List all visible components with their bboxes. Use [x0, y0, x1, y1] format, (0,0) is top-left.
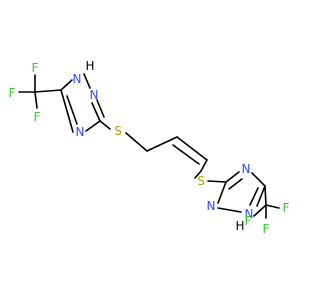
bond-n4-c5-double — [66, 95, 78, 125]
bond-c-f — [253, 204, 267, 217]
atom-nitrogen: N — [242, 162, 251, 176]
atom-labels: F F F N H N N S S N N N H F F F — [9, 59, 290, 236]
atom-nitrogen-nh: N — [73, 72, 82, 86]
atom-fluorine: F — [263, 222, 270, 236]
atom-fluorine: F — [32, 61, 39, 75]
bond-s-c3 — [207, 180, 227, 183]
bond-c5-n1 — [60, 79, 73, 91]
bond-n4-c5 — [60, 89, 74, 133]
atom-hydrogen: H — [235, 219, 244, 233]
bond-ch-ch — [176, 136, 208, 161]
bond-c3-n4b-double — [228, 178, 243, 190]
atom-fluorine: F — [245, 214, 252, 228]
atom-sulfur: S — [114, 124, 122, 138]
bond-c3-n4 — [85, 120, 101, 132]
atom-fluorine: F — [9, 86, 16, 100]
bond-c5-n1b — [256, 185, 266, 207]
bond-ch2-s — [194, 170, 202, 179]
bond-n2b-c3 — [217, 181, 227, 204]
bond-c3-n4b — [225, 171, 240, 183]
atom-nitrogen: N — [90, 88, 99, 102]
bond-n2-c3 — [91, 102, 101, 122]
bond-c-c — [34, 89, 62, 93]
bond-ch-ch2 — [200, 159, 208, 172]
bond-c-f — [265, 204, 280, 209]
bond-n2-c3-double — [96, 99, 105, 118]
bond-s-ch2 — [125, 132, 148, 152]
molecule-diagram: F F F N H N N S S N N N H F F F — [9, 59, 290, 236]
atom-nitrogen-nh: N — [245, 207, 254, 221]
atom-fluorine: F — [34, 110, 41, 124]
bond-c5-n1b-double — [249, 187, 259, 206]
atom-nitrogen: N — [76, 125, 85, 139]
atom-nitrogen: N — [207, 199, 216, 213]
bond-ch-ch-double — [172, 144, 200, 165]
bonds — [18, 73, 280, 219]
bond-c-c — [264, 185, 267, 206]
bond-c-f — [34, 91, 38, 109]
atom-hydrogen: H — [85, 59, 94, 73]
bond-n1-n2 — [83, 73, 91, 89]
bond-c3-s — [99, 120, 111, 130]
bond-ch2-ch — [146, 136, 178, 152]
atom-fluorine: F — [283, 201, 290, 215]
bond-n4b-c5 — [251, 172, 266, 187]
bond-n1b-n2b — [217, 207, 242, 213]
atom-sulfur: S — [197, 174, 205, 188]
